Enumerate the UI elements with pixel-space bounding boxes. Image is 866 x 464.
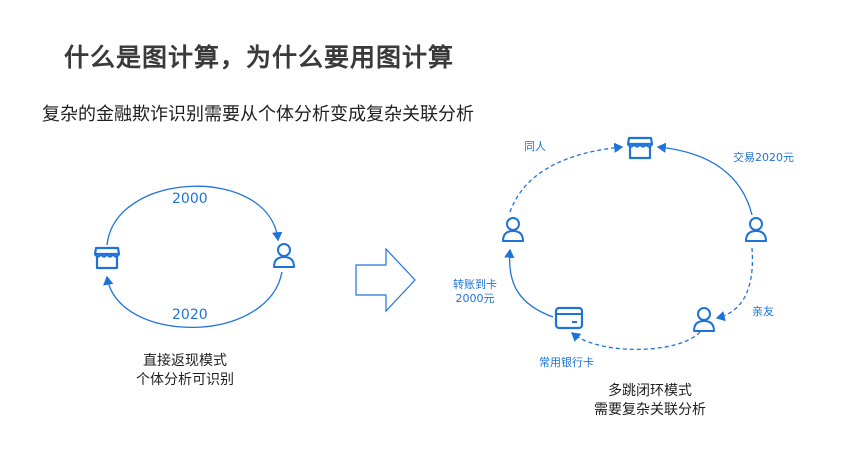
right-caption-line1: 多跳闭环模式 — [608, 383, 692, 399]
right-caption-line2: 需要复杂关联分析 — [594, 402, 706, 418]
person-icon — [502, 217, 524, 242]
arrow-right-icon — [355, 247, 416, 313]
label-transfer-line2: 2000元 — [455, 292, 495, 305]
label-transfer-line1: 转账到卡 — [453, 278, 497, 291]
edge-card-to-person-transfer — [504, 248, 554, 318]
edge-person-to-store-trade — [656, 142, 753, 216]
store-icon — [93, 246, 121, 270]
store-icon — [626, 136, 654, 160]
page-title: 什么是图计算，为什么要用图计算 — [64, 43, 455, 72]
edge-store-to-person — [106, 185, 283, 246]
amount-top: 2000 — [172, 191, 208, 207]
left-caption: 直接返现模式 个体分析可识别 — [120, 352, 250, 390]
edge-person-to-store-dashed — [509, 142, 624, 213]
left-caption-line2: 个体分析可识别 — [136, 372, 234, 388]
label-colleague: 同人 — [524, 140, 546, 153]
label-trade: 交易2020元 — [733, 151, 794, 164]
label-transfer: 转账到卡 2000元 — [453, 278, 497, 306]
page-subtitle: 复杂的金融欺诈识别需要从个体分析变成复杂关联分析 — [42, 104, 474, 125]
edge-person-to-card-dashed — [570, 331, 701, 351]
person-icon — [693, 307, 715, 332]
bank-card-icon — [554, 306, 584, 330]
right-caption: 多跳闭环模式 需要复杂关联分析 — [585, 382, 715, 420]
label-relatives: 亲友 — [752, 305, 774, 318]
edge-person-to-person-dashed — [715, 247, 754, 322]
edge-person-to-store — [103, 271, 283, 329]
label-bank-card: 常用银行卡 — [539, 356, 594, 369]
person-icon — [273, 243, 295, 268]
person-icon — [745, 217, 767, 242]
left-caption-line1: 直接返现模式 — [143, 353, 227, 369]
amount-bottom: 2020 — [172, 307, 208, 323]
